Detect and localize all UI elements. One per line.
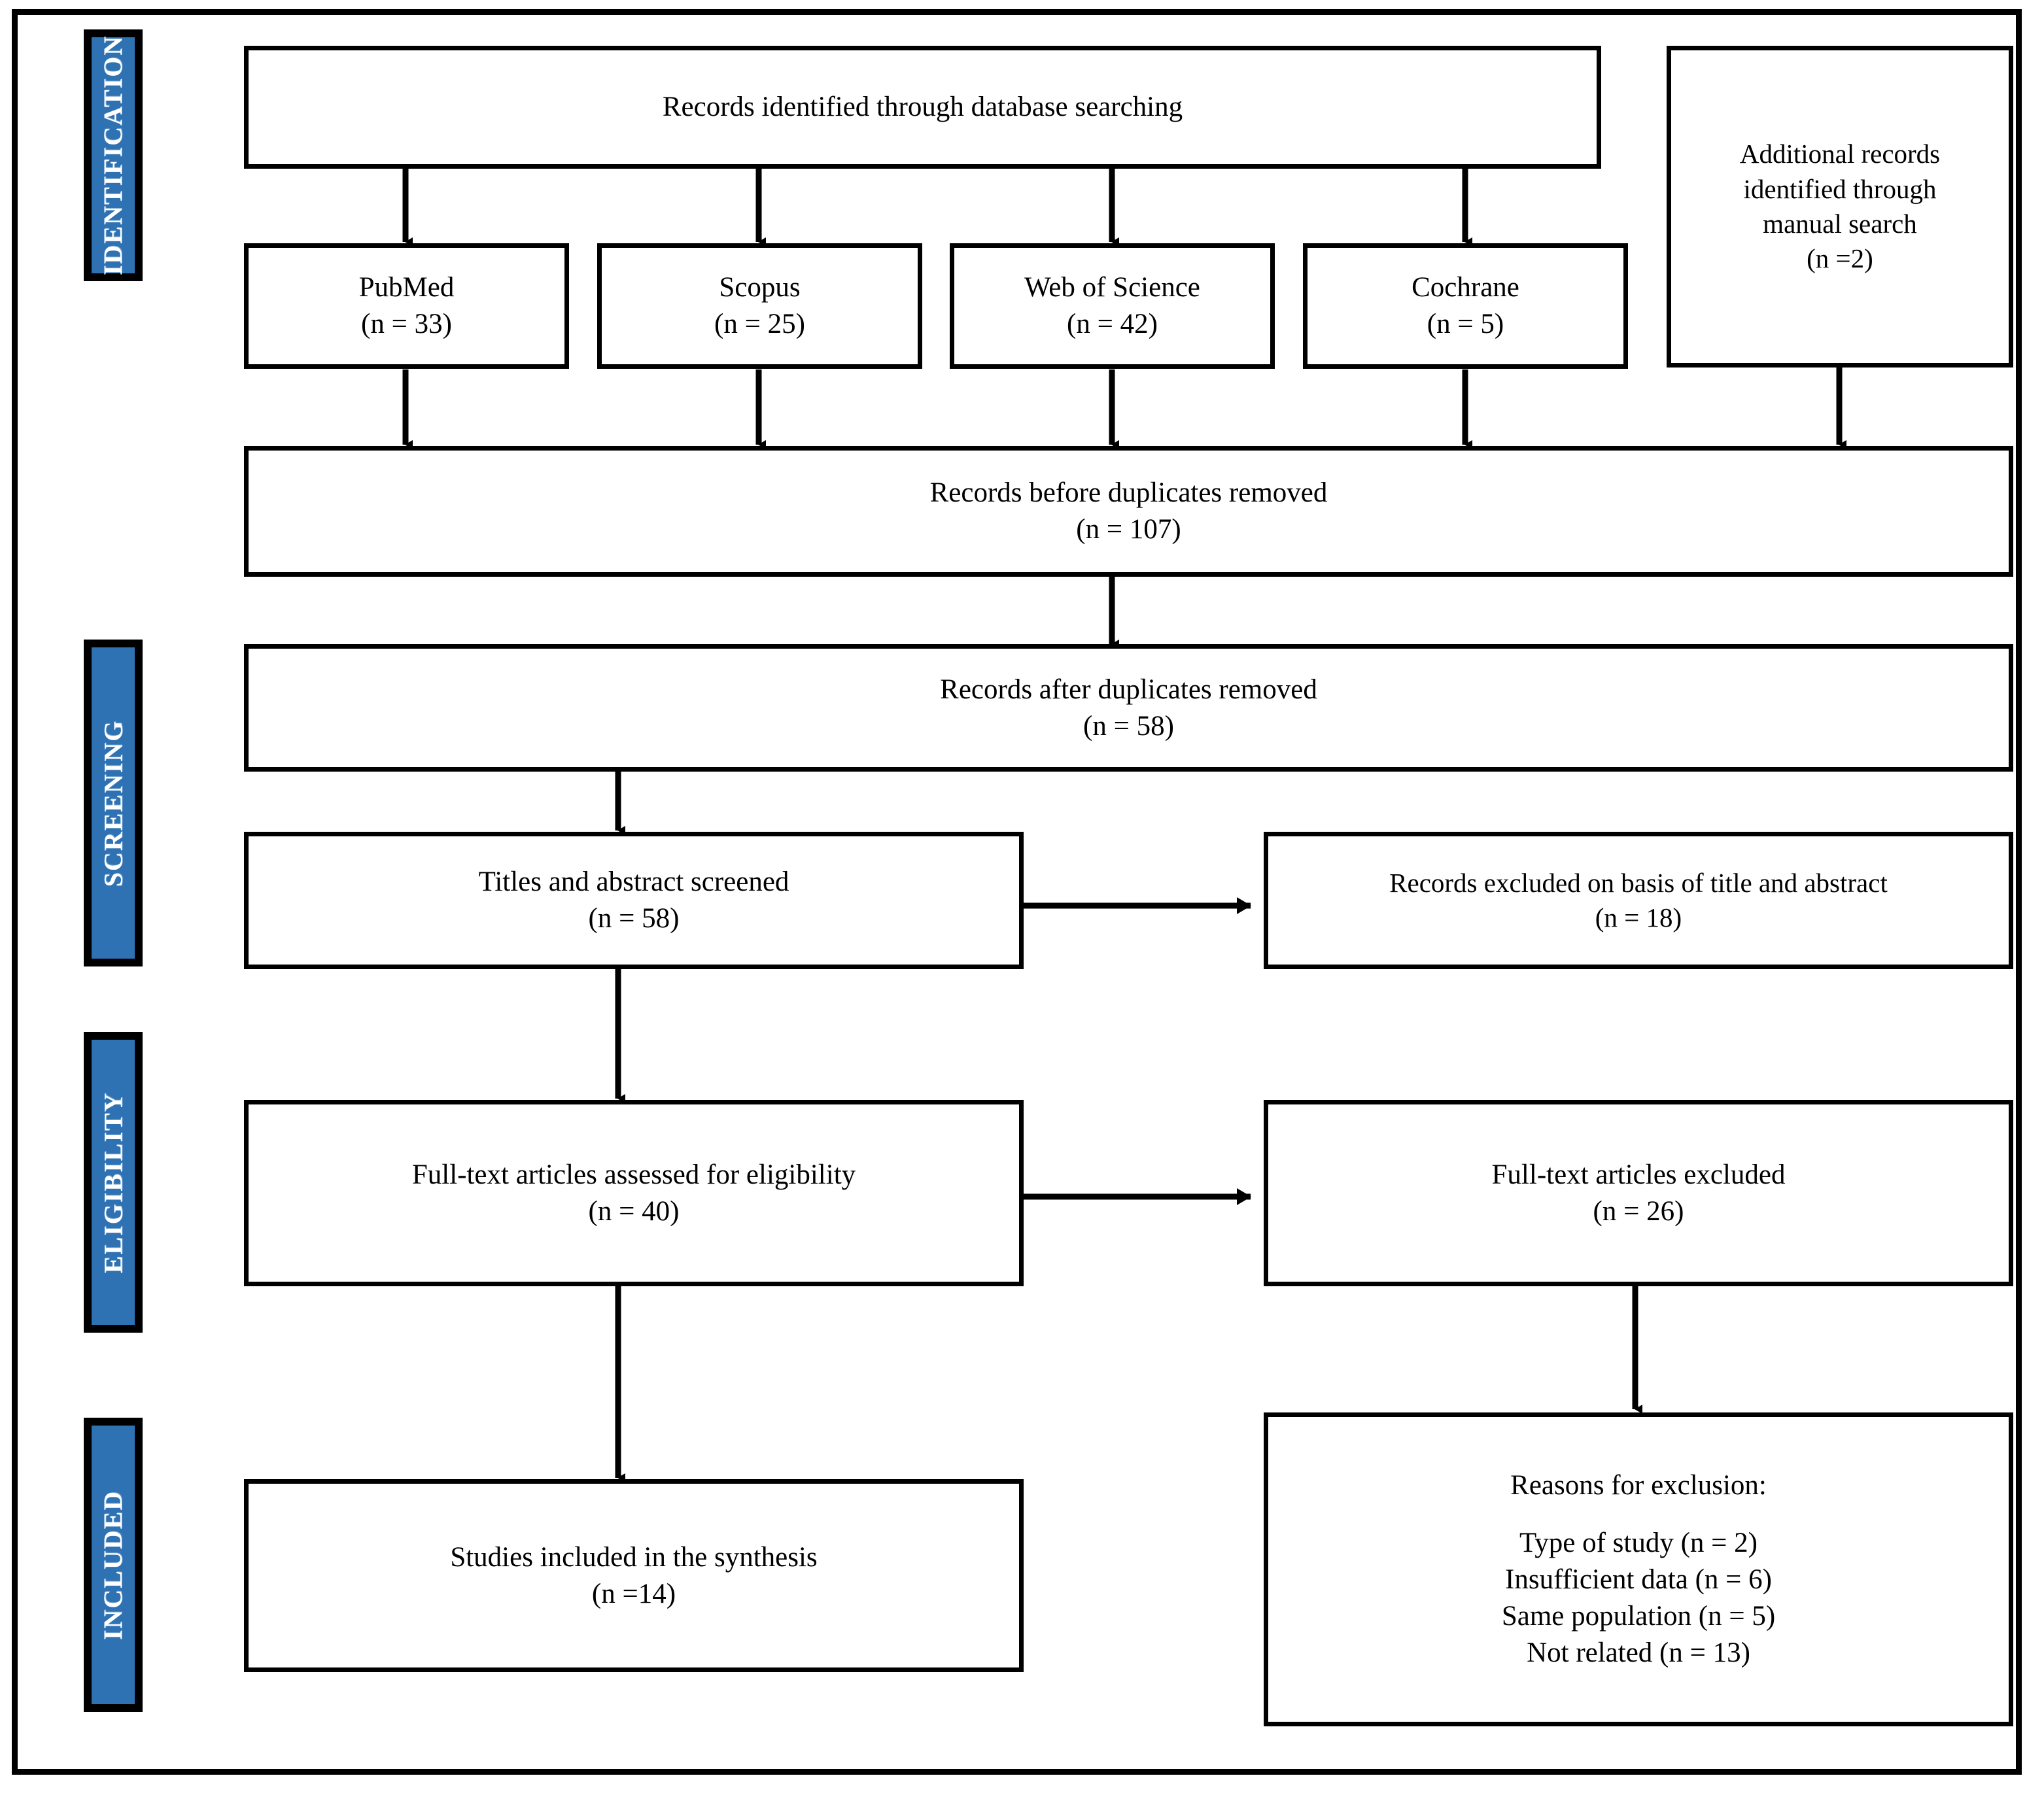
fulltext-excluded-label: Full-text articles excluded [1491,1159,1786,1190]
stage-label-identification: IDENTIFICATION [98,35,128,276]
box-titles-screened: Titles and abstract screened (n = 58) [244,832,1024,969]
box-records-excluded: Records excluded on basis of title and a… [1264,832,2013,969]
stage-label-included: INCLUDED [98,1490,128,1640]
box-scopus: Scopus (n = 25) [597,243,922,369]
stage-block-eligibility: ELIGIBILITY [84,1032,143,1333]
manual-search-line-3: manual search [1763,209,1917,239]
before-duplicates-label: Records before duplicates removed [929,477,1328,509]
stage-block-included: INCLUDED [84,1418,143,1712]
scopus-count: (n = 25) [714,309,805,339]
before-duplicates-count: (n = 107) [1076,514,1181,545]
cochrane-label: Cochrane [1412,272,1519,303]
reason-not-related: Not related (n = 13) [1527,1637,1750,1668]
box-fulltext-excluded: Full-text articles excluded (n = 26) [1264,1100,2013,1286]
reason-same-population: Same population (n = 5) [1501,1601,1776,1632]
box-pubmed: PubMed (n = 33) [244,243,569,369]
after-duplicates-count: (n = 58) [1083,710,1174,742]
studies-included-count: (n =14) [591,1578,676,1609]
box-fulltext-assessed: Full-text articles assessed for eligibil… [244,1100,1024,1286]
box-database-search: Records identified through database sear… [244,46,1601,169]
reason-insufficient-data: Insufficient data (n = 6) [1505,1564,1772,1596]
titles-screened-label: Titles and abstract screened [478,866,789,898]
box-after-duplicates: Records after duplicates removed (n = 58… [244,644,2013,772]
database-search-label: Records identified through database sear… [662,92,1183,123]
reason-type-of-study: Type of study (n = 2) [1519,1528,1758,1559]
scopus-label: Scopus [719,272,801,303]
fulltext-assessed-label: Full-text articles assessed for eligibil… [411,1159,856,1190]
box-reasons-for-exclusion: Reasons for exclusion: Type of study (n … [1264,1412,2013,1726]
box-before-duplicates: Records before duplicates removed (n = 1… [244,446,2013,577]
manual-search-line-2: identified through [1743,173,1937,204]
stage-block-screening: SCREENING [84,640,143,966]
studies-included-label: Studies included in the synthesis [450,1541,818,1573]
records-excluded-count: (n = 18) [1595,902,1682,932]
web-of-science-count: (n = 42) [1067,309,1158,339]
fulltext-assessed-count: (n = 40) [588,1195,680,1227]
pubmed-count: (n = 33) [361,309,452,339]
manual-search-count: (n =2) [1807,243,1873,274]
records-excluded-label: Records excluded on basis of title and a… [1389,867,1888,898]
stage-label-eligibility: ELIGIBILITY [98,1091,128,1273]
box-cochrane: Cochrane (n = 5) [1303,243,1628,369]
titles-screened-count: (n = 58) [588,903,680,934]
cochrane-count: (n = 5) [1427,309,1504,339]
box-web-of-science: Web of Science (n = 42) [950,243,1275,369]
box-studies-included: Studies included in the synthesis (n =14… [244,1479,1024,1672]
reasons-heading: Reasons for exclusion: [1510,1470,1767,1501]
manual-search-line-1: Additional records [1739,139,1941,169]
after-duplicates-label: Records after duplicates removed [940,674,1317,705]
stage-label-screening: SCREENING [98,719,128,887]
pubmed-label: PubMed [358,272,455,303]
stage-block-identification: IDENTIFICATION [84,29,143,281]
fulltext-excluded-count: (n = 26) [1593,1195,1684,1227]
web-of-science-label: Web of Science [1024,272,1200,303]
box-manual-search: Additional records identified through ma… [1667,46,2013,368]
